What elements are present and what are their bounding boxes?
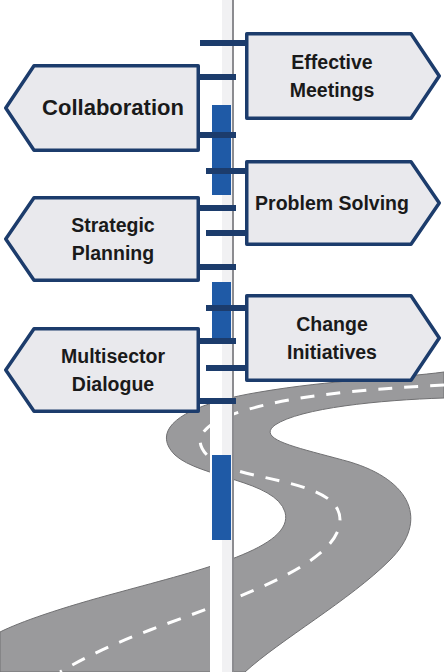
sign-shape: [6, 198, 199, 281]
sign-shape: [247, 34, 440, 119]
sign-shape: [6, 329, 199, 412]
bracket: [196, 74, 236, 80]
pole-stripe: [212, 455, 231, 540]
road-center-line: [60, 385, 444, 672]
sign-text-area: Collaboration: [34, 64, 192, 152]
sign-outline: [4, 196, 200, 282]
bracket: [196, 338, 236, 344]
direction-sign: Effective Meetings: [245, 32, 441, 120]
pole-stripe: [212, 105, 231, 195]
bracket: [206, 305, 248, 311]
sign-outline: [4, 327, 200, 413]
sign-label: Effective Meetings: [253, 48, 411, 104]
bracket: [206, 168, 248, 174]
pole-stripe: [212, 282, 231, 342]
bracket: [196, 132, 236, 138]
sign-text-area: Problem Solving: [253, 160, 411, 246]
sign-label: Strategic Planning: [34, 211, 192, 267]
sign-text-area: Effective Meetings: [253, 32, 411, 120]
sign-label: Collaboration: [42, 94, 184, 122]
sign-outline: [245, 32, 441, 120]
direction-sign: Problem Solving: [245, 160, 441, 246]
sign-text-area: Multisector Dialogue: [34, 327, 192, 413]
direction-sign: Collaboration: [4, 64, 200, 152]
bracket: [196, 398, 236, 404]
bracket: [196, 205, 236, 211]
sign-shape: [247, 162, 440, 245]
sign-text-area: Change Initiatives: [253, 294, 411, 382]
sign-label: Change Initiatives: [253, 310, 411, 366]
direction-sign: Change Initiatives: [245, 294, 441, 382]
bracket: [200, 40, 248, 46]
pole-body: [210, 0, 234, 672]
sign-label: Problem Solving: [255, 189, 409, 217]
sign-outline: [245, 294, 441, 382]
pole-edge: [232, 0, 234, 672]
direction-sign: Multisector Dialogue: [4, 327, 200, 413]
sign-shape: [6, 66, 199, 151]
sign-shape: [247, 296, 440, 381]
bracket: [206, 365, 248, 371]
direction-sign: Strategic Planning: [4, 196, 200, 282]
sign-brackets: [196, 40, 248, 404]
sign-label: Multisector Dialogue: [34, 342, 192, 398]
bracket: [196, 264, 236, 270]
bracket: [206, 230, 248, 236]
sign-text-area: Strategic Planning: [34, 196, 192, 282]
sign-pole: [210, 0, 234, 672]
